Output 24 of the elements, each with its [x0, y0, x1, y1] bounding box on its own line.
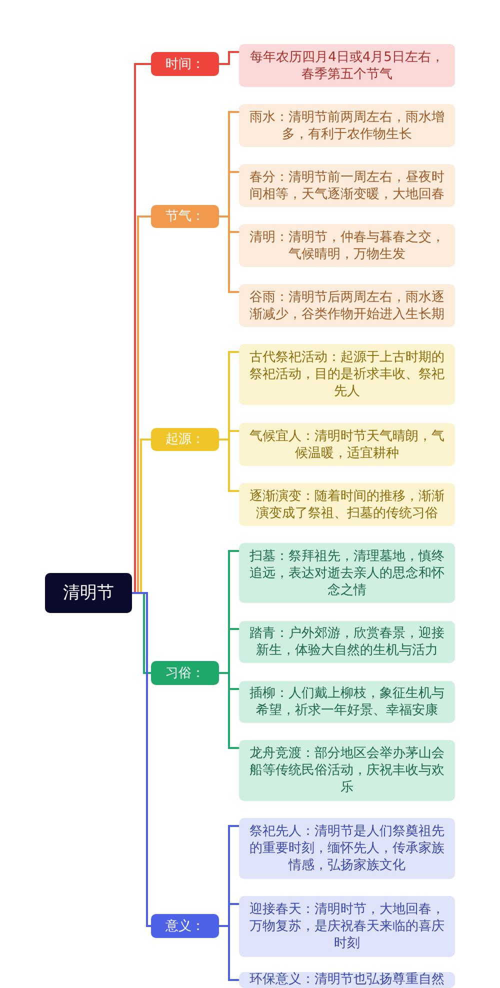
branch-topic-box: 时间：	[151, 52, 219, 76]
detail-box: 龙舟竞渡：部分地区会举办茅山会船等传统民俗活动，庆祝丰收与欢乐	[239, 740, 455, 801]
detail-box: 环保意义：清明节也弘扬尊重自然	[239, 972, 455, 988]
detail-box: 踏青：户外郊游，欣赏春景，迎接新生，体验大自然的生机与活力	[239, 621, 455, 663]
detail-box: 气候宜人：清明时节天气晴朗，气候温暖，适宜耕种	[239, 423, 455, 466]
branch-topic-box: 起源：	[151, 428, 219, 451]
connector-line	[131, 63, 151, 594]
detail-box: 逐渐演变：随着时间的推移，渐渐演变成了祭祖、扫墓的传统习俗	[239, 483, 455, 526]
branch-topic-box: 习俗：	[151, 661, 219, 685]
connector-line	[132, 592, 151, 927]
connector-line	[219, 51, 239, 65]
detail-box: 雨水：清明节前两周左右，雨水增多，有利于农作物生长	[239, 104, 455, 147]
detail-box: 扫墓：祭拜祖先，清理墓地，慎终追远，表达对逝去亲人的思念和怀念之情	[239, 543, 455, 603]
detail-box: 祭祀先人：清明节是人们祭奠祖先的重要时刻，缅怀先人，传承家族情感，弘扬家族文化	[239, 818, 455, 879]
detail-box: 迎接春天：清明时节，大地回春，万物复苏，是庆祝春天来临的喜庆时刻	[239, 896, 455, 957]
detail-box: 古代祭祀活动：起源于上古时期的祭祀活动，目的是祈求丰收、祭祀先人	[239, 344, 455, 405]
detail-box: 谷雨：清明节后两周左右，雨水逐渐减少，谷类作物开始进入生长期	[239, 284, 455, 327]
detail-box: 清明：清明节，仲春与暮春之交，气候晴明，万物生发	[239, 224, 455, 267]
detail-box: 插柳：人们戴上柳枝，象征生机与希望，祈求一年好景、幸福安康	[239, 681, 455, 723]
branch-topic-box: 节气：	[151, 205, 219, 228]
detail-box: 每年农历四月4日或4月5日左右，春季第五个节气	[239, 44, 455, 87]
detail-box: 春分：清明节前一周左右，昼夜时间相等，天气逐渐变暖，大地回春	[239, 164, 455, 207]
root-topic-box: 清明节	[45, 573, 132, 613]
branch-topic-box: 意义：	[151, 914, 219, 938]
